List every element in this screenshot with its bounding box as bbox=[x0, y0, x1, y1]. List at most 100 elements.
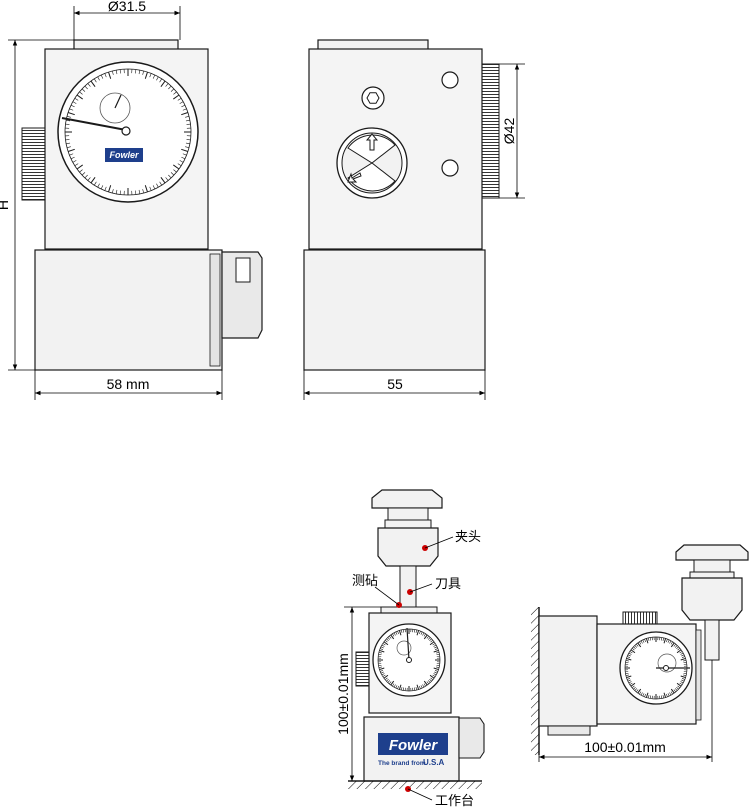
dial-tick bbox=[674, 645, 678, 648]
dial-tick bbox=[415, 629, 417, 633]
dial-tick bbox=[639, 691, 642, 695]
callout-table: 工作台 bbox=[435, 794, 474, 809]
brand-origin: U.S.A bbox=[423, 758, 445, 767]
dial-tick bbox=[177, 97, 182, 101]
dial-tick bbox=[430, 640, 434, 643]
dial-tick bbox=[185, 116, 190, 118]
dial-tick bbox=[90, 80, 96, 87]
dial-tick bbox=[434, 671, 438, 674]
dial-tick bbox=[392, 633, 395, 637]
dial-tick bbox=[660, 695, 663, 699]
dial-tick bbox=[434, 648, 438, 650]
dial-tick bbox=[168, 85, 172, 90]
dial-tick bbox=[379, 649, 385, 653]
dial-tick bbox=[637, 688, 642, 694]
dim-dial-diameter: Ø31.5 bbox=[108, 0, 146, 14]
dial-tick bbox=[382, 674, 386, 677]
dial-tick bbox=[670, 688, 675, 694]
hex-socket bbox=[361, 86, 385, 110]
dial-tick bbox=[381, 644, 385, 647]
dial-tick bbox=[395, 631, 398, 635]
dial-tick bbox=[683, 660, 687, 662]
dial-tick bbox=[112, 70, 114, 75]
dial-tick bbox=[429, 641, 435, 646]
dial-tick bbox=[108, 71, 112, 79]
dial-tick bbox=[65, 139, 70, 141]
dial-tick bbox=[104, 73, 107, 78]
dial-tick bbox=[100, 74, 104, 79]
dial-tick bbox=[397, 631, 399, 635]
dial-tick bbox=[159, 181, 163, 186]
dial-tick bbox=[676, 686, 679, 690]
dial-tick bbox=[76, 164, 83, 170]
dial-tick bbox=[66, 119, 71, 122]
dial-tick bbox=[633, 686, 636, 690]
dim-side-length: 100±0.01mm bbox=[584, 739, 666, 755]
dial-tick bbox=[93, 181, 97, 186]
dial-tick bbox=[79, 169, 83, 173]
dial-tick bbox=[81, 172, 86, 176]
dial-tick bbox=[70, 104, 75, 108]
dial-tick bbox=[427, 637, 431, 640]
dial-tick bbox=[669, 692, 672, 696]
dial-tick bbox=[112, 189, 114, 194]
dial-tick bbox=[93, 78, 97, 83]
dial-tick bbox=[160, 80, 166, 87]
dial-tick bbox=[181, 156, 186, 160]
dial-tick bbox=[66, 116, 71, 118]
dial-tick bbox=[119, 190, 121, 195]
dial-tick bbox=[626, 675, 632, 679]
dial-tick bbox=[432, 674, 436, 677]
dial-tick bbox=[663, 638, 667, 644]
dial-tick bbox=[670, 691, 673, 695]
dial-tick bbox=[639, 641, 642, 645]
dial-tick bbox=[173, 94, 180, 100]
dial-tick bbox=[69, 153, 74, 156]
callout-tool: 刀具 bbox=[435, 577, 461, 592]
dial-tick bbox=[642, 639, 645, 643]
dim-width-side: 55 bbox=[387, 376, 403, 392]
dial-tick bbox=[181, 148, 189, 152]
dial-tick bbox=[384, 640, 388, 643]
dial-tick bbox=[135, 190, 137, 195]
dial-tick bbox=[179, 160, 184, 163]
dial-tick bbox=[79, 91, 83, 95]
dial-tick bbox=[625, 660, 629, 662]
dial-tick bbox=[669, 640, 672, 644]
dial-tick bbox=[433, 649, 439, 653]
dial-tick bbox=[419, 685, 421, 689]
dial-small bbox=[372, 623, 446, 697]
dial-tick bbox=[413, 687, 416, 691]
dial-tick bbox=[634, 688, 638, 691]
dial-tick bbox=[72, 160, 77, 163]
dial-tick bbox=[185, 119, 190, 122]
dial-tick bbox=[165, 177, 169, 181]
dial-tick bbox=[380, 648, 384, 650]
dial-tick bbox=[160, 177, 166, 184]
dial-tick bbox=[74, 97, 79, 101]
dim-width-front: 58 mm bbox=[107, 376, 150, 392]
dial-tick bbox=[115, 70, 118, 75]
dial-tick bbox=[680, 681, 684, 684]
dial-tick bbox=[681, 654, 685, 657]
dial-tick bbox=[84, 174, 88, 179]
dial-tick bbox=[427, 680, 431, 683]
usage-dimensions: 100±0.01mm bbox=[335, 606, 381, 781]
dial-tick bbox=[186, 139, 191, 141]
dial-tick bbox=[393, 632, 396, 636]
screw-top bbox=[441, 71, 459, 89]
dial-tick bbox=[642, 693, 645, 697]
dial-tick bbox=[429, 638, 432, 642]
dial-tick bbox=[680, 675, 686, 679]
dial-tick bbox=[683, 674, 687, 676]
front-side-knob bbox=[21, 127, 46, 201]
dial-tick bbox=[115, 189, 118, 194]
side-chuck bbox=[681, 577, 743, 621]
dial-tick bbox=[378, 664, 382, 667]
dial-tick bbox=[384, 677, 388, 680]
dial-tick bbox=[663, 692, 667, 698]
dial-tick bbox=[152, 74, 156, 79]
dial-tick bbox=[401, 629, 403, 633]
usage-front-view: Fowler The brand from U.S.A bbox=[348, 489, 485, 789]
